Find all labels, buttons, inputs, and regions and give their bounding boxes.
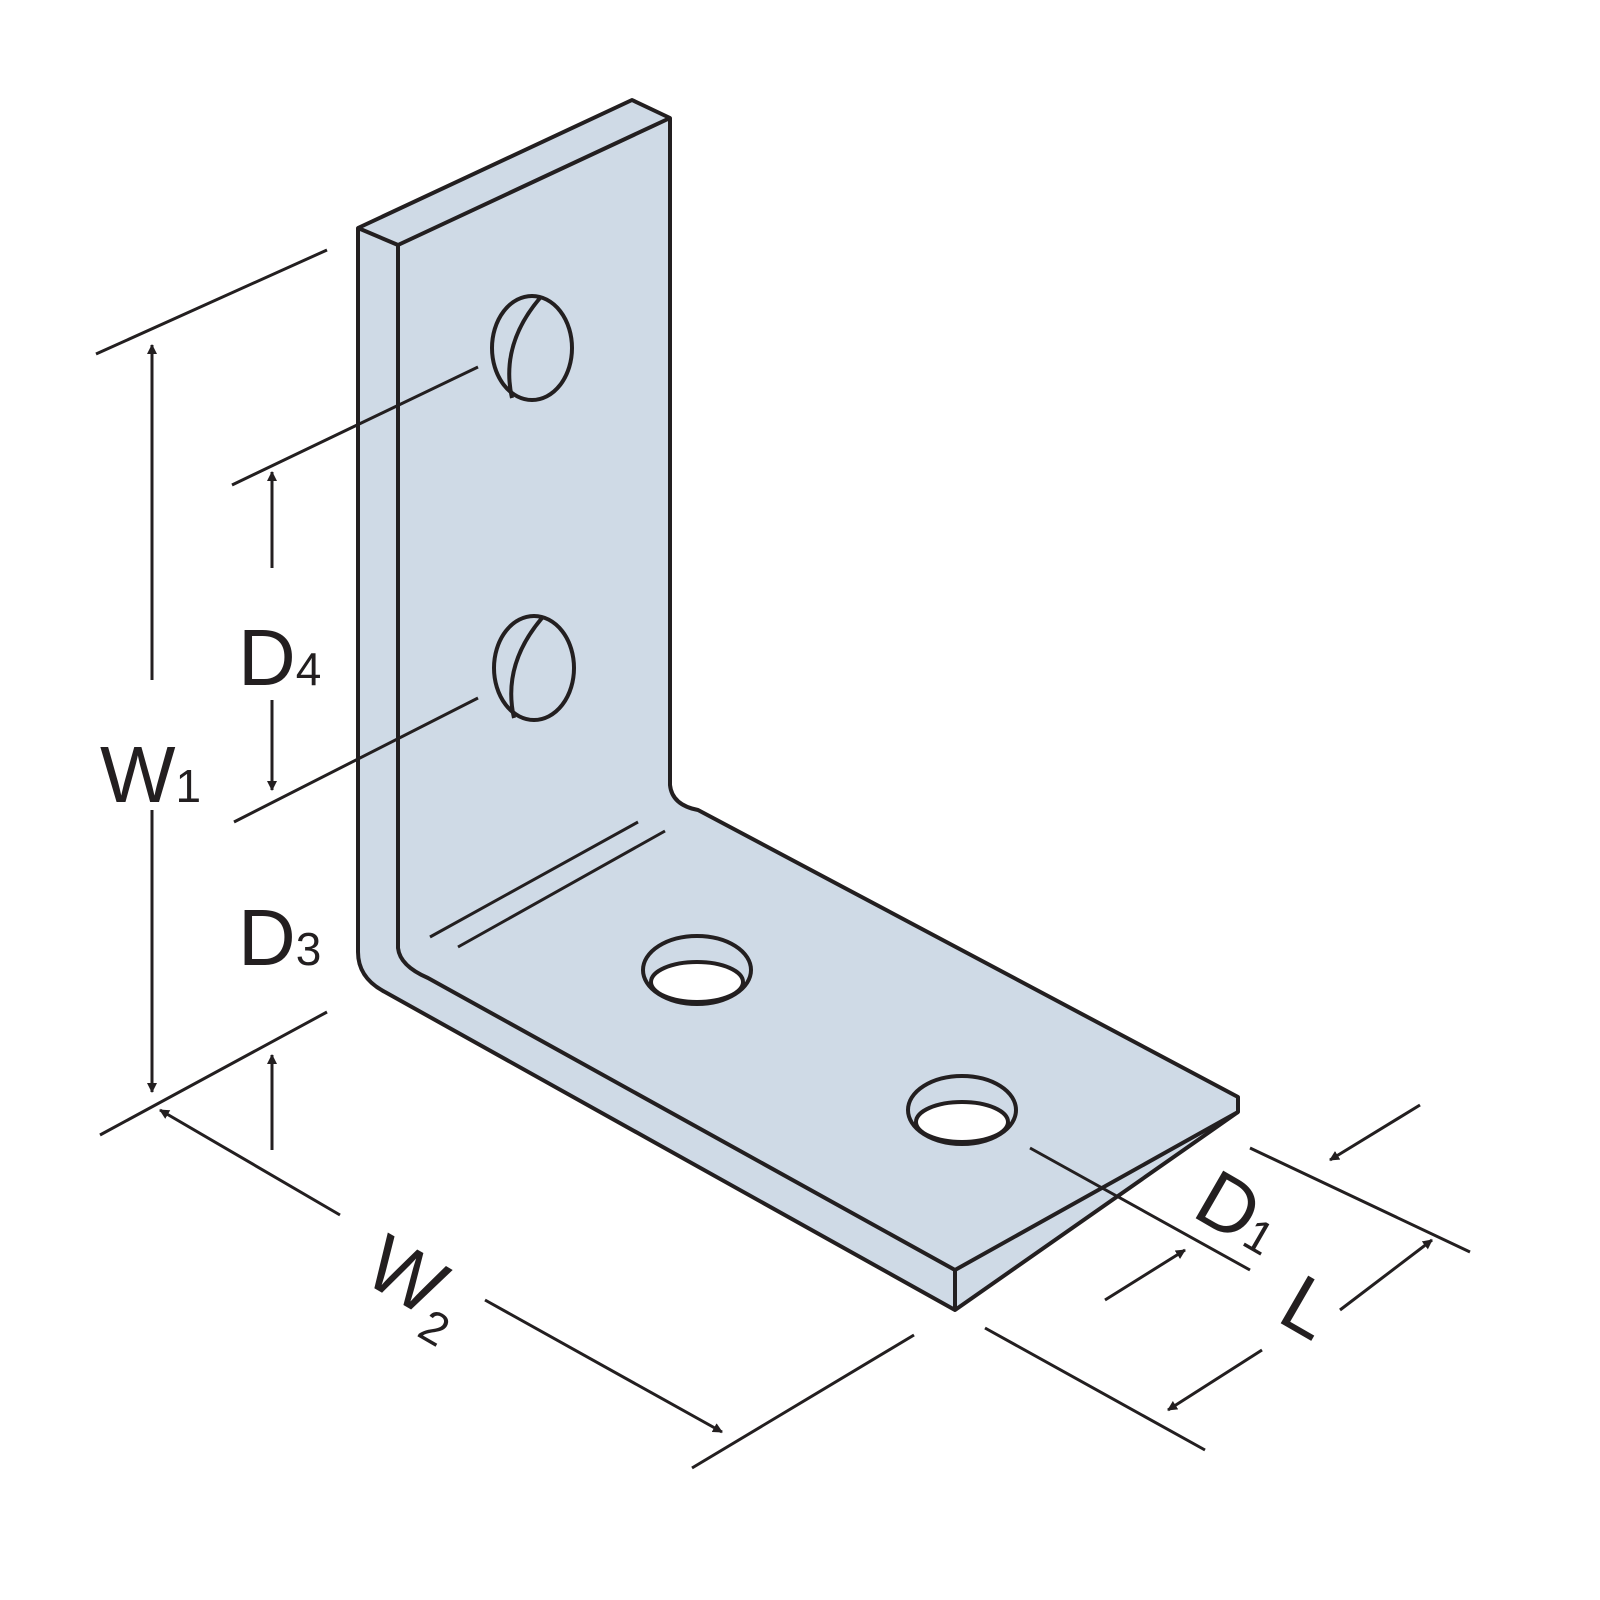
d1-arrow-right [1329, 1103, 1421, 1162]
dimension-lines [95, 248, 1471, 1470]
bracket-edge-lines [357, 116, 1239, 1310]
l-arrow-top [1339, 1238, 1433, 1312]
hole-vertical-2 [492, 614, 576, 722]
label-d4: D4 [238, 613, 321, 702]
label-d1: D1 [1182, 1153, 1299, 1272]
hole-vertical-1 [490, 294, 574, 402]
holes [490, 294, 1018, 1146]
l-arrow-bottom [1167, 1348, 1263, 1412]
bracket-body [356, 98, 1240, 1312]
label-d3: D3 [238, 893, 321, 982]
l-extension-lines [984, 1146, 1471, 1452]
d4-extension-lines [231, 365, 479, 824]
hole-horizontal-2 [906, 1074, 1018, 1146]
d1-leader-line [1029, 1146, 1251, 1272]
label-l: L [1267, 1258, 1350, 1357]
hole-horizontal-1 [641, 934, 753, 1006]
d1-arrow-left [1104, 1248, 1186, 1302]
label-w1: W1 [100, 730, 201, 819]
w2-arrow-left [159, 1108, 341, 1217]
label-w2: W2 [345, 1218, 484, 1357]
w2-extension-line [691, 1333, 915, 1470]
w1-extension-lines [95, 248, 328, 1137]
w2-arrow-right [484, 1298, 723, 1434]
bracket-outline [356, 98, 1240, 1312]
bend-line [429, 820, 666, 949]
